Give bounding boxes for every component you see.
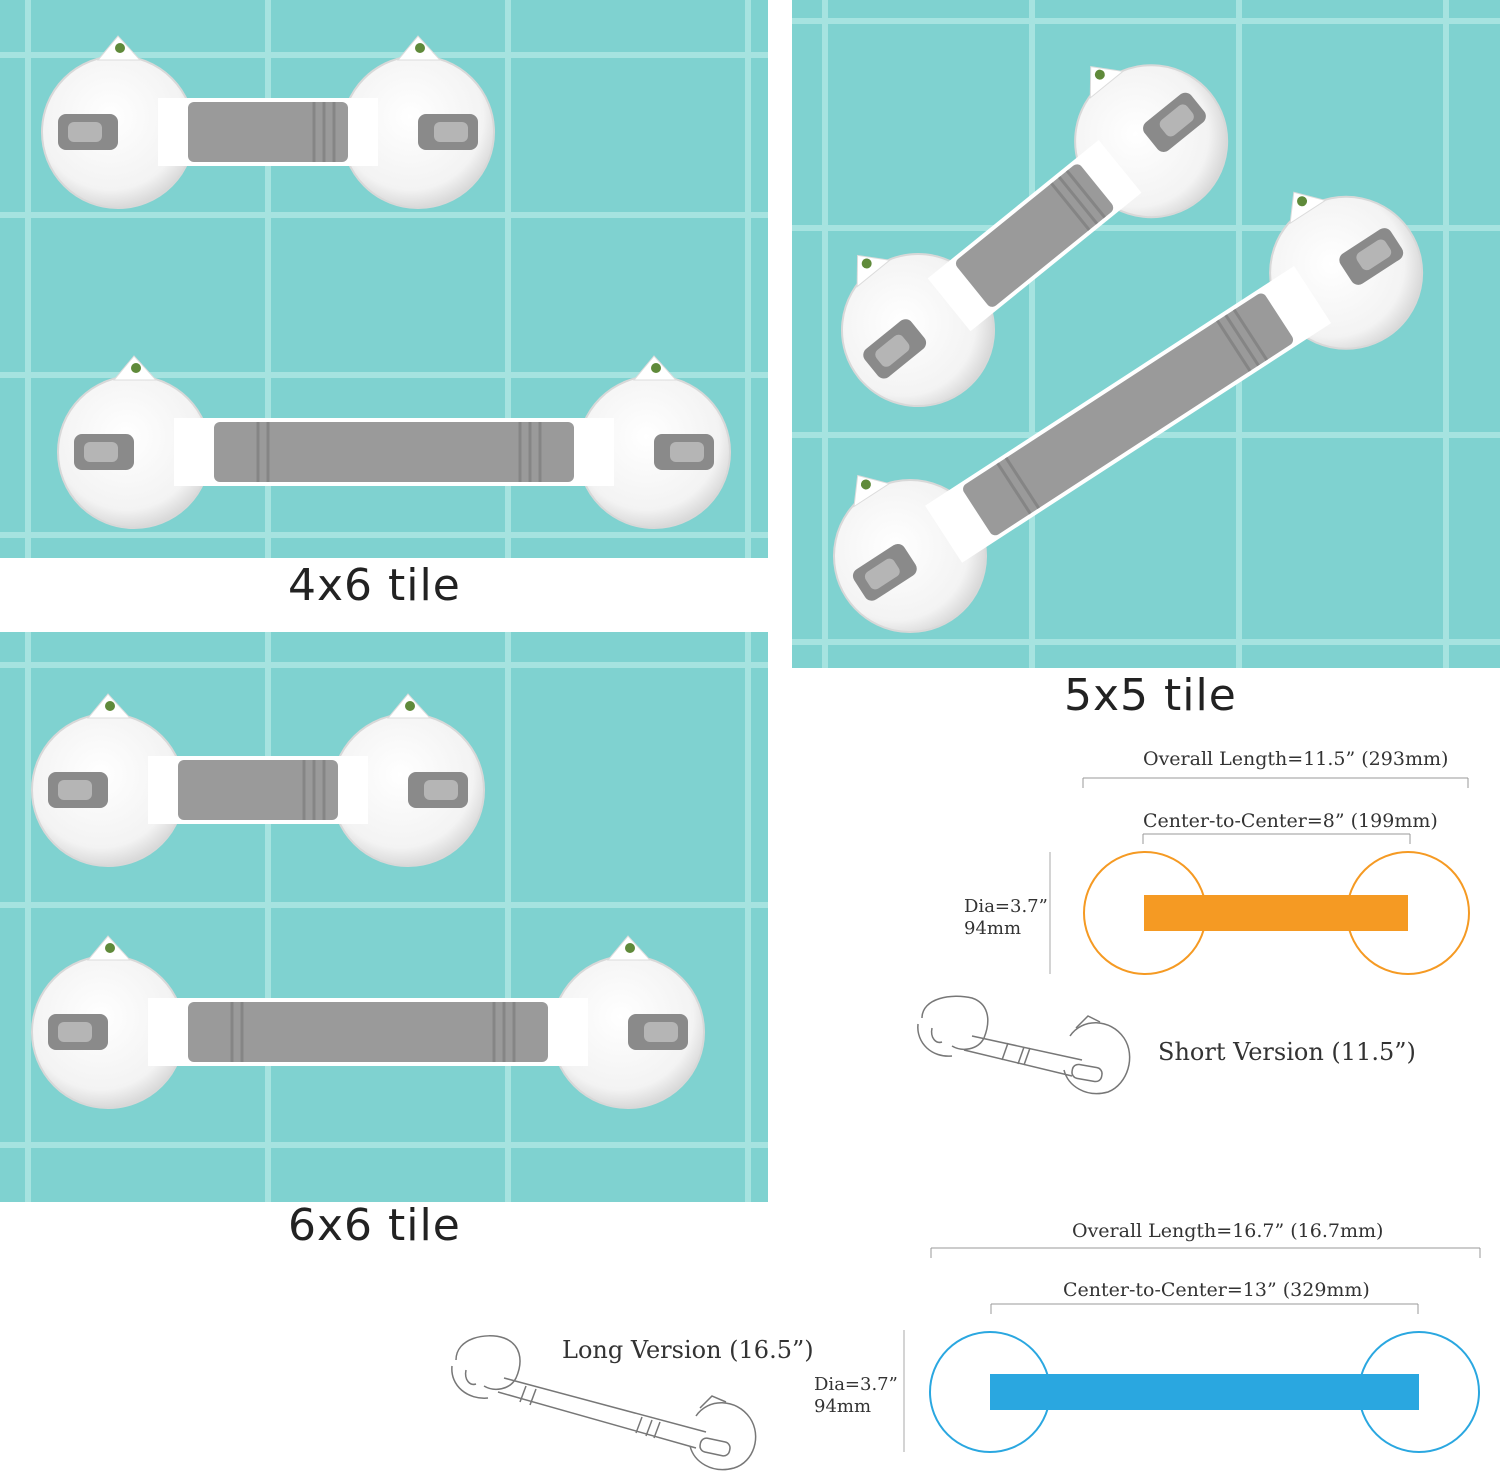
- long-version-drawing: [451, 1335, 757, 1471]
- long-center-to-center-label: Center-to-Center=13” (329mm): [1063, 1279, 1370, 1301]
- short-dimension-diagram: [1049, 851, 1470, 975]
- long-dia-mm-label: 94mm: [814, 1396, 872, 1417]
- long-version-title: Long Version (16.5”): [562, 1336, 814, 1364]
- short-version-title: Short Version (11.5”): [1158, 1038, 1416, 1066]
- caption-4x6-tile: 4x6 tile: [288, 560, 461, 611]
- photo-6x6-tile: [0, 632, 768, 1202]
- caption-5x5-tile: 5x5 tile: [1064, 670, 1237, 721]
- short-dia-mm-label: 94mm: [964, 918, 1022, 939]
- short-overall-length-label: Overall Length=11.5” (293mm): [1143, 748, 1449, 770]
- long-bar-shape: [990, 1374, 1419, 1410]
- short-version-drawing: [917, 995, 1131, 1095]
- short-dia-label: Dia=3.7”: [964, 896, 1048, 917]
- long-overall-length-label: Overall Length=16.7” (16.7mm): [1072, 1220, 1384, 1242]
- photo-5x5-tile: [792, 0, 1500, 668]
- short-overall-length-dimension: [1082, 777, 1469, 788]
- long-center-to-center-dimension: [990, 1303, 1419, 1314]
- photo-4x6-tile: [0, 0, 768, 558]
- caption-6x6-tile: 6x6 tile: [288, 1200, 461, 1251]
- short-bar-shape: [1144, 895, 1408, 931]
- short-center-to-center-dimension: [1142, 833, 1411, 844]
- long-dimension-diagram: [903, 1330, 1480, 1453]
- long-dia-label: Dia=3.7”: [814, 1374, 898, 1395]
- short-center-to-center-label: Center-to-Center=8” (199mm): [1143, 810, 1438, 832]
- long-overall-length-dimension: [930, 1247, 1481, 1258]
